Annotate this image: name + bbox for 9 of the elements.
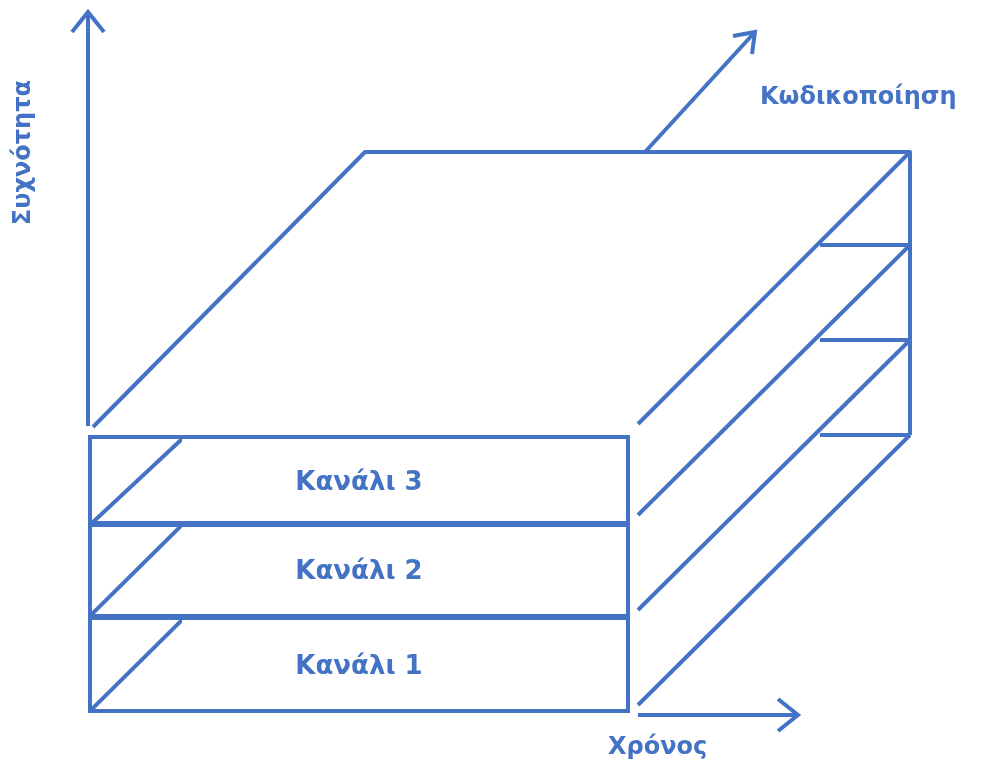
channel-label: Κανάλι 3	[295, 466, 423, 496]
channel-layer	[88, 521, 630, 618]
channel-label: Κανάλι 1	[295, 649, 423, 680]
axis-label: Συχνότητα	[8, 80, 36, 226]
channel-layer	[88, 435, 630, 527]
axis-label: Κωδικοποίηση	[760, 82, 957, 110]
channel-layer	[88, 616, 630, 713]
channel-label: Κανάλι 2	[295, 554, 423, 585]
axis-label: Χρόνος	[608, 732, 708, 760]
